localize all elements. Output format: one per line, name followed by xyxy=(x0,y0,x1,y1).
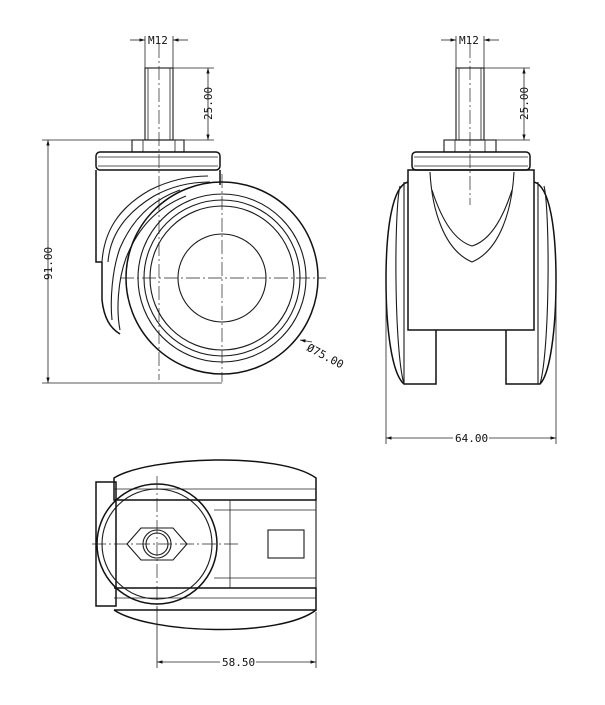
front-top-plate xyxy=(95,151,221,171)
dimension-overall-height: 91.00 xyxy=(42,139,222,384)
front-view xyxy=(95,44,326,382)
front-wheel xyxy=(120,174,326,382)
dimension-label: 91.00 xyxy=(42,247,55,280)
front-nut xyxy=(131,139,185,153)
dimension-label: 25.00 xyxy=(518,87,531,120)
side-fork xyxy=(407,169,535,331)
dimension-stem-side: 25.00 xyxy=(484,67,531,141)
dimension-label: 64.00 xyxy=(455,432,488,445)
side-view xyxy=(385,44,557,385)
top-wheel-lower xyxy=(113,587,317,631)
dimension-label: 58.50 xyxy=(222,656,255,669)
dimension-wheel-diameter: Ø75.00 xyxy=(299,339,346,371)
dimension-thread-front: M12 xyxy=(130,34,188,68)
dimension-top-length: 58.50 xyxy=(156,606,317,669)
dimension-label: 25.00 xyxy=(202,87,215,120)
side-wheel-left xyxy=(385,181,437,385)
dimension-label: Ø75.00 xyxy=(305,341,346,371)
side-top-plate xyxy=(411,151,531,171)
top-view xyxy=(92,459,317,631)
dimension-stem-front: 25.00 xyxy=(173,67,215,141)
dimension-label: M12 xyxy=(459,34,479,47)
side-wheel-right xyxy=(505,181,557,385)
dimension-thread-side: M12 xyxy=(441,34,499,68)
top-plate-circle xyxy=(92,476,238,612)
dimension-overall-width: 64.00 xyxy=(385,300,557,445)
front-housing xyxy=(95,170,221,335)
side-stem xyxy=(455,44,485,205)
top-slot xyxy=(267,529,305,559)
dimension-label: M12 xyxy=(148,34,168,47)
top-wheel-upper xyxy=(113,459,317,501)
